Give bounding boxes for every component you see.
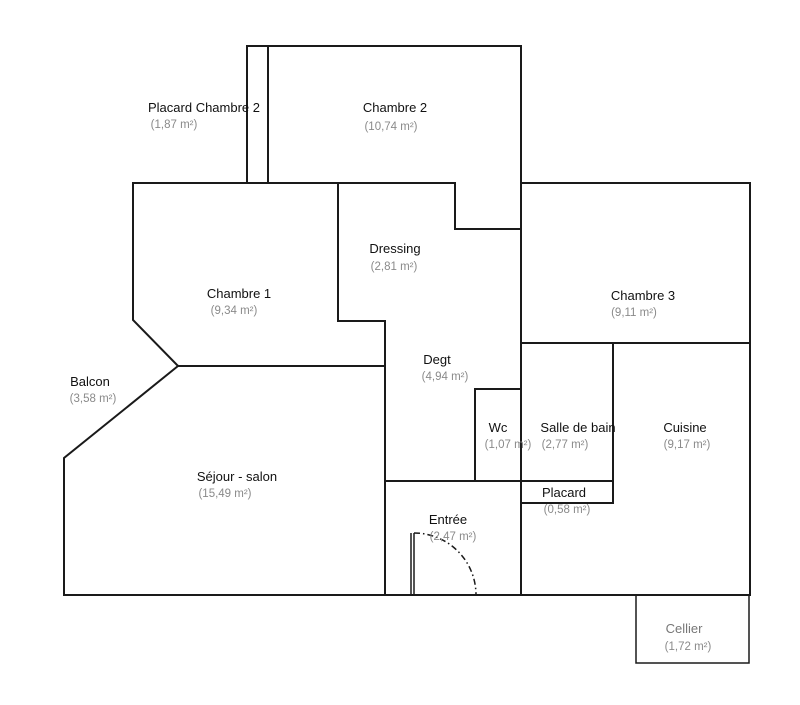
walls [63,45,751,596]
area-sejour-salon: (15,49 m²) [198,488,251,500]
label-chambre-3: Chambre 3 [611,288,675,303]
area-balcon: (3,58 m²) [70,393,117,405]
cellier-outline [635,594,750,664]
wall-wc [474,388,522,482]
label-cellier: Cellier [666,621,704,636]
label-chambre-1: Chambre 1 [207,286,271,301]
label-placard-chambre-2: Placard Chambre 2 [148,100,260,115]
area-salle-de-bain: (2,77 m²) [542,439,589,451]
label-wc: Wc [489,420,508,435]
area-chambre-2: (10,74 m²) [364,121,417,133]
wall-dressing-right [454,182,522,230]
label-sejour-salon: Séjour - salon [197,469,277,484]
area-placard-chambre-2: (1,87 m²) [151,119,198,131]
area-entree: (2,47 m²) [430,531,477,543]
area-wc: (1,07 m²) [485,439,532,451]
area-cuisine: (9,17 m²) [664,439,711,451]
label-balcon: Balcon [70,374,110,389]
wall-chambre-1 [132,182,386,367]
room-labels: Placard Chambre 2 (1,87 m²) Chambre 2 (1… [70,100,712,653]
area-degt: (4,94 m²) [422,371,469,383]
label-cuisine: Cuisine [663,420,706,435]
label-salle-de-bain: Salle de bain [540,420,615,435]
area-cellier: (1,72 m²) [665,641,712,653]
area-placard: (0,58 m²) [544,504,591,516]
entry-door [410,532,477,596]
area-chambre-1: (9,34 m²) [211,305,258,317]
area-chambre-3: (9,11 m²) [611,307,657,319]
wall-chambre-2 [246,45,522,230]
wall-dressing [337,182,386,322]
label-entree: Entrée [429,512,467,527]
area-dressing: (2,81 m²) [371,261,418,273]
label-degt: Degt [423,352,451,367]
wall-balcon [63,364,386,596]
label-placard: Placard [542,485,586,500]
label-chambre-2: Chambre 2 [363,100,427,115]
wall-chambre-3 [520,182,751,596]
label-dressing: Dressing [369,241,420,256]
door-swing-arc [413,532,477,596]
